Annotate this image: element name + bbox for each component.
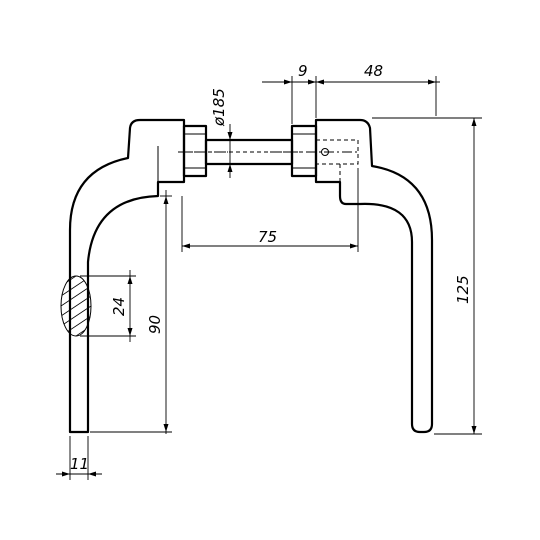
dimension-24: 24	[80, 270, 136, 342]
dimension-125: 125	[372, 117, 482, 435]
dim-24-label: 24	[110, 297, 128, 316]
dimension-top: 9 48	[262, 62, 440, 124]
dim-11-label: 11	[70, 455, 89, 473]
dimension-90: 90	[90, 190, 172, 434]
dimension-11: 11	[56, 436, 102, 480]
dim-diameter-label: ø185	[210, 88, 228, 127]
right-lever-handle	[314, 118, 434, 434]
right-rose	[290, 124, 318, 178]
dim-48-label: 48	[364, 62, 383, 80]
dim-9-label: 9	[298, 62, 308, 80]
dim-75-label: 75	[258, 228, 277, 246]
dim-125-label: 125	[454, 275, 472, 304]
dim-90-label: 90	[146, 315, 164, 334]
dimension-diameter: ø185	[206, 88, 236, 178]
left-rose	[182, 124, 208, 178]
dimension-75: 75	[181, 168, 359, 252]
